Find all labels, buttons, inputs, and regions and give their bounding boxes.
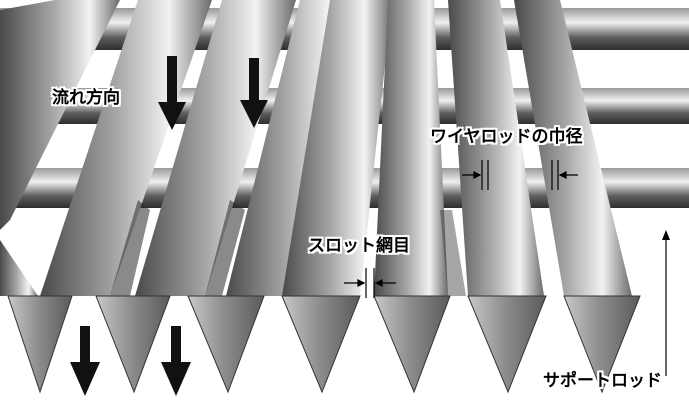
support-rod-label: サポートロッド <box>543 371 662 391</box>
wire-tip <box>467 295 547 394</box>
wire-tip <box>187 295 265 394</box>
wire-tip <box>563 295 641 394</box>
support-rod-leader <box>662 230 670 376</box>
down-arrow-icon <box>161 326 191 396</box>
wire-rod <box>0 240 38 296</box>
wire-rod <box>514 0 632 296</box>
wire-tip <box>95 295 171 394</box>
wire-tip <box>373 295 451 394</box>
wire-rod <box>282 0 392 296</box>
down-arrow-icon <box>240 58 268 128</box>
flow-direction-label: 流れ方向 <box>52 88 120 108</box>
wire-tip <box>7 295 73 394</box>
wire-rod <box>448 0 544 296</box>
wire-tip <box>281 295 361 394</box>
wire-rod <box>374 0 448 296</box>
down-arrow-icon <box>70 326 100 396</box>
flow-arrows <box>70 56 268 396</box>
down-arrow-icon <box>158 56 186 130</box>
wire-rod <box>0 0 120 230</box>
slot-dimension <box>344 268 396 298</box>
wire-width-dimension <box>462 160 578 190</box>
wire-width-label: ワイヤロッドの巾径 <box>430 127 583 147</box>
slot-opening-label: スロット網目 <box>308 236 410 256</box>
